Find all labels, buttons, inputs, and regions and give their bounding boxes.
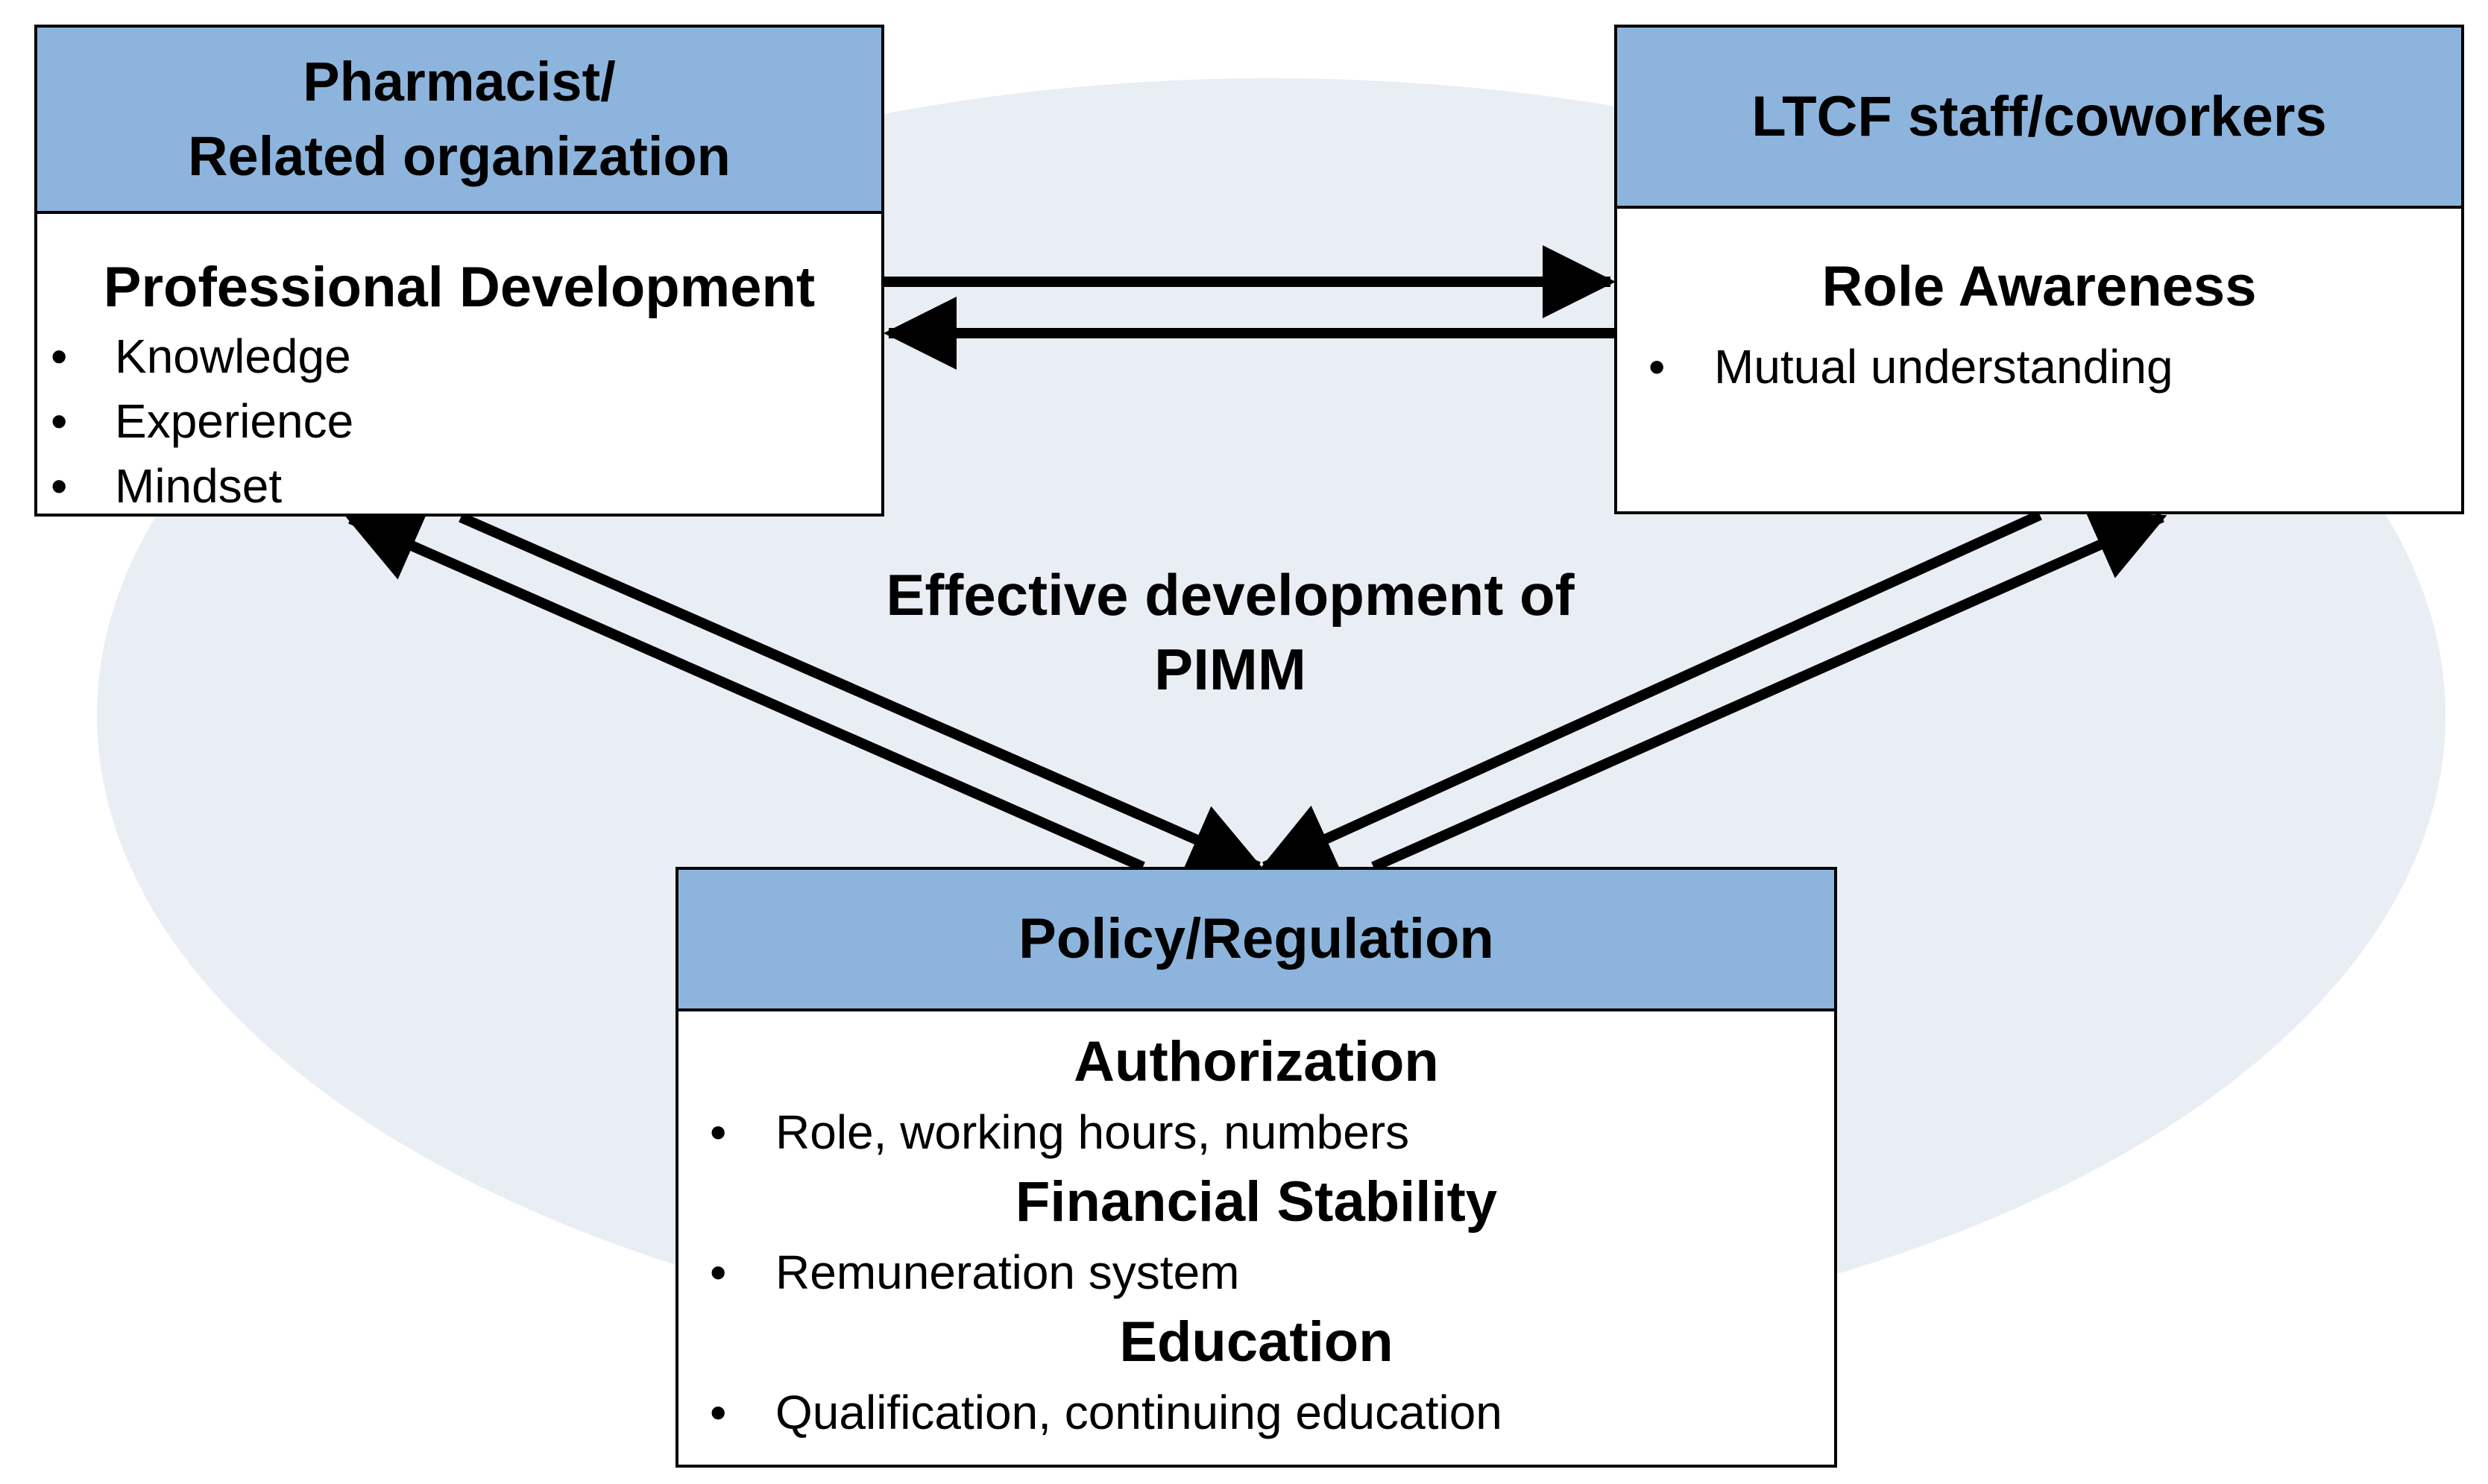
bullet-dot: • xyxy=(51,394,68,448)
arrow-ltcf-to-policy xyxy=(1259,510,2042,873)
bullet-text: Mindset xyxy=(115,459,283,513)
center-label: Effective development of PIMM xyxy=(790,558,1670,707)
bullet-dot: • xyxy=(710,1105,727,1159)
pharmacist-header-line2: Related organization xyxy=(188,125,731,187)
arrow-policy-to-ltcf xyxy=(1371,511,2167,872)
arrow-pharmacist-to-policy xyxy=(459,512,1264,874)
professional-development-title: Professional Development xyxy=(103,256,816,319)
policy-box: Policy/Regulation Authorization • Role, w… xyxy=(675,867,1837,1468)
bullet-item: • Mindset xyxy=(37,454,881,519)
ltcf-box: LTCF staff/coworkers Role Awareness • Mut… xyxy=(1614,25,2464,514)
center-label-line1: Effective development of xyxy=(886,562,1575,628)
bullet-dot: • xyxy=(51,459,68,513)
bullet-text: Experience xyxy=(115,394,354,448)
center-label-line2: PIMM xyxy=(1154,637,1306,702)
pharmacist-box-header: Pharmacist/ Related organization xyxy=(37,28,881,214)
ltcf-header-text: LTCF staff/coworkers xyxy=(1751,84,2327,148)
pharmacist-box: Pharmacist/ Related organization Profess… xyxy=(34,25,884,517)
ltcf-box-body: Role Awareness • Mutual understanding xyxy=(1617,209,2461,399)
pharmacist-bullet-list: • Knowledge • Experience • Mindset xyxy=(37,324,881,519)
bullet-item: • Remuneration system xyxy=(678,1237,1834,1308)
bullet-dot: • xyxy=(710,1386,727,1439)
bullet-text: Qualification, continuing education xyxy=(775,1386,1502,1439)
financial-stability-title: Financial Stability xyxy=(1015,1170,1498,1234)
education-title: Education xyxy=(1119,1310,1393,1374)
policy-box-header: Policy/Regulation xyxy=(678,870,1834,1011)
bullet-dot: • xyxy=(1648,340,1666,394)
bullet-dot: • xyxy=(710,1245,727,1299)
role-awareness-title: Role Awareness xyxy=(1821,255,2257,318)
bullet-text: Knowledge xyxy=(115,329,351,383)
pharmacist-header-line1: Pharmacist/ xyxy=(303,51,616,113)
bullet-item: • Role, working hours, numbers xyxy=(678,1096,1834,1168)
bullet-item: • Experience xyxy=(37,389,881,454)
bullet-text: Role, working hours, numbers xyxy=(775,1105,1410,1159)
arrow-policy-to-pharmacist xyxy=(345,512,1145,872)
ltcf-box-header: LTCF staff/coworkers xyxy=(1617,28,2461,209)
authorization-title: Authorization xyxy=(1074,1030,1439,1093)
bullet-dot: • xyxy=(51,329,68,383)
financial-bullet-list: • Remuneration system xyxy=(678,1237,1834,1308)
policy-box-body: Authorization • Role, working hours, numb… xyxy=(678,1011,1834,1448)
authorization-bullet-list: • Role, working hours, numbers xyxy=(678,1096,1834,1168)
bullet-text: Remuneration system xyxy=(775,1245,1240,1299)
pharmacist-box-body: Professional Development • Knowledge • Exp… xyxy=(37,214,881,519)
ltcf-bullet-list: • Mutual understanding xyxy=(1617,335,2461,399)
bullet-item: • Knowledge xyxy=(37,324,881,389)
policy-header-text: Policy/Regulation xyxy=(1018,907,1494,970)
bullet-text: Mutual understanding xyxy=(1714,340,2173,394)
bullet-item: • Mutual understanding xyxy=(1617,335,2461,399)
education-bullet-list: • Qualification, continuing education xyxy=(678,1377,1834,1448)
bullet-item: • Qualification, continuing education xyxy=(678,1377,1834,1448)
